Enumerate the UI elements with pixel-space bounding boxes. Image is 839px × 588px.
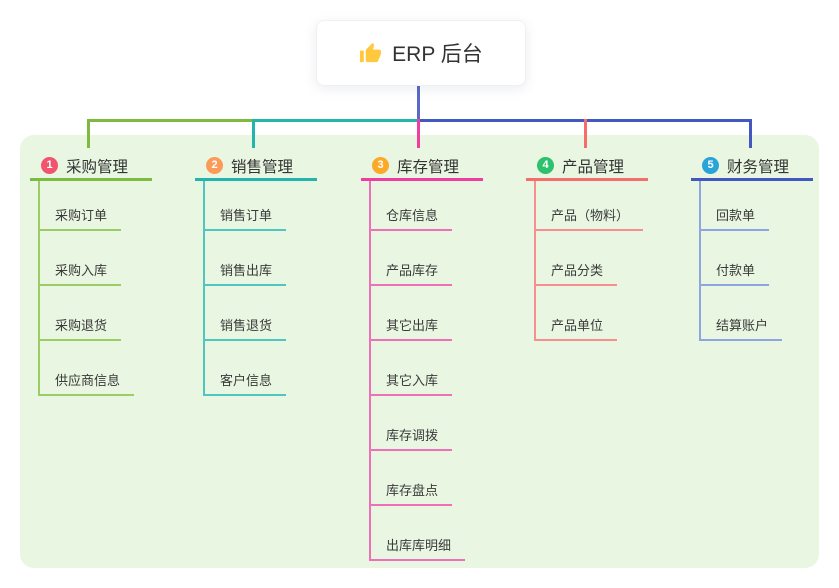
connector-segment-green xyxy=(87,119,253,122)
branch-header[interactable]: 1 采购管理 xyxy=(30,153,152,181)
branch-number-badge: 4 xyxy=(537,157,554,174)
branch-stub-line xyxy=(749,119,752,148)
branch-label: 产品管理 xyxy=(562,158,625,176)
child-node[interactable]: 结算账户 xyxy=(699,313,783,341)
root-connector-line xyxy=(417,84,420,119)
child-node[interactable]: 仓库信息 xyxy=(369,203,453,231)
child-node[interactable]: 销售出库 xyxy=(203,258,287,286)
branch-label: 采购管理 xyxy=(66,158,129,176)
branch-number-badge: 5 xyxy=(702,157,719,174)
branch-label: 销售管理 xyxy=(231,158,294,176)
branch-stub-line xyxy=(584,119,587,148)
branch-label: 财务管理 xyxy=(727,158,790,176)
child-node[interactable]: 出库库明细 xyxy=(369,533,466,561)
child-node[interactable]: 产品单位 xyxy=(534,313,618,341)
child-node[interactable]: 库存盘点 xyxy=(369,478,453,506)
child-node[interactable]: 回款单 xyxy=(699,203,770,231)
branches-background-panel xyxy=(20,135,819,568)
branch-number-badge: 1 xyxy=(41,157,58,174)
child-node[interactable]: 销售订单 xyxy=(203,203,287,231)
column-connector-line xyxy=(203,181,205,396)
root-node-erp[interactable]: ERP 后台 xyxy=(316,20,526,86)
child-node[interactable]: 库存调拨 xyxy=(369,423,453,451)
column-connector-line xyxy=(38,181,40,396)
branch-header[interactable]: 5 财务管理 xyxy=(691,153,813,181)
column-connector-line xyxy=(699,181,701,341)
child-node[interactable]: 产品分类 xyxy=(534,258,618,286)
column-connector-line xyxy=(534,181,536,341)
branch-header[interactable]: 3 库存管理 xyxy=(361,153,483,181)
branch-label: 库存管理 xyxy=(397,158,460,176)
branch-header[interactable]: 2 销售管理 xyxy=(195,153,317,181)
branch-number-badge: 3 xyxy=(372,157,389,174)
branch-stub-line xyxy=(252,119,255,148)
branch-number-badge: 2 xyxy=(206,157,223,174)
root-node-label: ERP 后台 xyxy=(392,43,483,66)
child-node[interactable]: 产品（物料） xyxy=(534,203,644,231)
child-node[interactable]: 销售退货 xyxy=(203,313,287,341)
branch-stub-line xyxy=(87,119,90,148)
child-node[interactable]: 付款单 xyxy=(699,258,770,286)
child-node[interactable]: 其它入库 xyxy=(369,368,453,396)
child-node[interactable]: 产品库存 xyxy=(369,258,453,286)
connector-segment-teal xyxy=(252,119,418,122)
child-node[interactable]: 供应商信息 xyxy=(38,368,135,396)
branch-header[interactable]: 4 产品管理 xyxy=(526,153,648,181)
child-node[interactable]: 采购入库 xyxy=(38,258,122,286)
child-node[interactable]: 其它出库 xyxy=(369,313,453,341)
branch-stub-line xyxy=(417,119,420,148)
column-connector-line xyxy=(369,181,371,561)
child-node[interactable]: 采购退货 xyxy=(38,313,122,341)
child-node[interactable]: 采购订单 xyxy=(38,203,122,231)
child-node[interactable]: 客户信息 xyxy=(203,368,287,396)
thumbs-up-icon xyxy=(360,42,382,62)
